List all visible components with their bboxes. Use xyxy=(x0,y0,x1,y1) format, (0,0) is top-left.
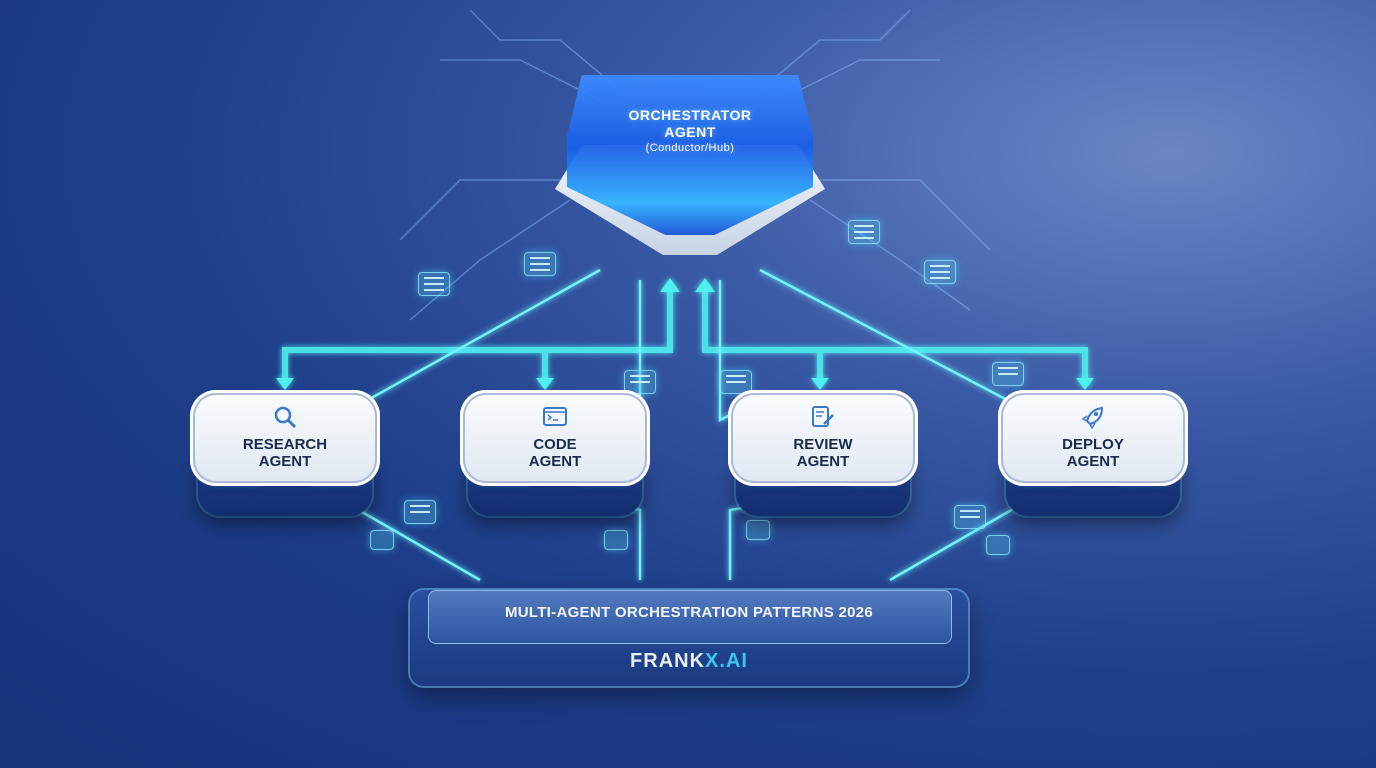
plaque-glass xyxy=(428,590,952,644)
orchestrator-hub: ORCHESTRATOR AGENT (Conductor/Hub) xyxy=(555,75,825,275)
hub-title-line1: ORCHESTRATOR xyxy=(628,107,752,123)
message-card-icon xyxy=(924,260,956,284)
envelope-icon xyxy=(746,520,770,540)
terminal-icon xyxy=(543,407,567,426)
hub-title-line2: AGENT xyxy=(664,124,716,140)
brand-logo: FRANKX.AI xyxy=(630,650,748,672)
message-card-icon xyxy=(418,272,450,296)
message-card-icon xyxy=(404,500,436,524)
hub-subtitle: (Conductor/Hub) xyxy=(645,142,735,154)
node-face xyxy=(460,390,650,486)
rocket-icon xyxy=(1081,406,1104,430)
node-face xyxy=(190,390,380,486)
envelope-icon xyxy=(604,530,628,550)
title-plaque: MULTI-AGENT ORCHESTRATION PATTERNS 2026 … xyxy=(410,590,968,686)
message-card-icon xyxy=(954,505,986,529)
message-card-icon xyxy=(992,362,1024,386)
hub-label: ORCHESTRATOR AGENT (Conductor/Hub) xyxy=(555,107,825,154)
diagram-title: MULTI-AGENT ORCHESTRATION PATTERNS 2026 xyxy=(504,604,874,621)
envelope-icon xyxy=(370,530,394,550)
message-card-icon xyxy=(524,252,556,276)
envelope-icon xyxy=(986,535,1010,555)
message-card-icon xyxy=(848,220,880,244)
node-face xyxy=(998,390,1188,486)
document-edit-icon xyxy=(812,406,834,427)
magnifier-icon xyxy=(274,406,297,429)
